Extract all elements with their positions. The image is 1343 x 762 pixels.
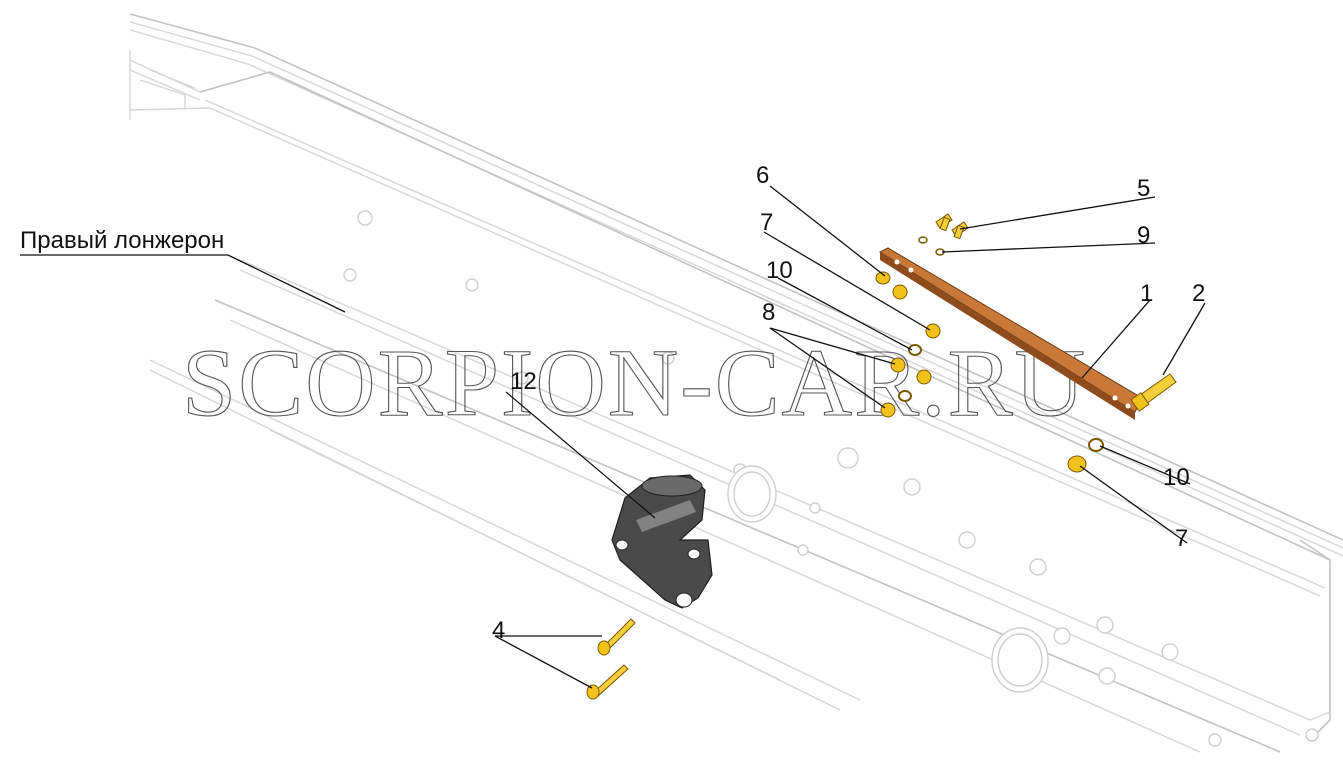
label-part-6: 6 (756, 162, 769, 189)
part-6-nuts (875, 271, 908, 300)
label-part-7-bottom: 7 (1175, 525, 1188, 552)
label-part-9: 9 (1137, 222, 1150, 249)
label-part-7-top: 7 (760, 209, 773, 236)
label-right-spar: Правый лонжерон (20, 227, 224, 254)
part-5-bolts (935, 213, 969, 240)
callout-labels: Правый лонжерон 6 7 10 8 5 9 1 2 10 7 12… (20, 162, 1205, 644)
label-part-12: 12 (510, 368, 537, 395)
part-2-bolt (1130, 373, 1177, 412)
label-part-10-bottom: 10 (1163, 464, 1190, 491)
label-part-8: 8 (762, 299, 775, 326)
part-8-nuts (880, 357, 932, 418)
label-part-5: 5 (1137, 175, 1150, 202)
label-part-4: 4 (492, 617, 505, 644)
label-part-10-top: 10 (766, 257, 793, 284)
part-10-washer-bottom (1088, 438, 1104, 452)
watermark-text: SCORPION-CAR.RU (182, 329, 1087, 436)
part-9-washers (918, 236, 945, 256)
part-7-nuts-top (925, 323, 941, 339)
part-10-washers-top (898, 344, 922, 402)
frame-rail (129, 13, 1343, 753)
leader-lines (20, 185, 1206, 689)
label-part-1: 1 (1140, 280, 1153, 307)
part-4-bolts (586, 618, 636, 700)
part-7-nut-bottom (1067, 455, 1087, 473)
part-12-actuator (611, 474, 713, 609)
part-1-strip (878, 247, 1143, 420)
label-part-2: 2 (1192, 280, 1205, 307)
